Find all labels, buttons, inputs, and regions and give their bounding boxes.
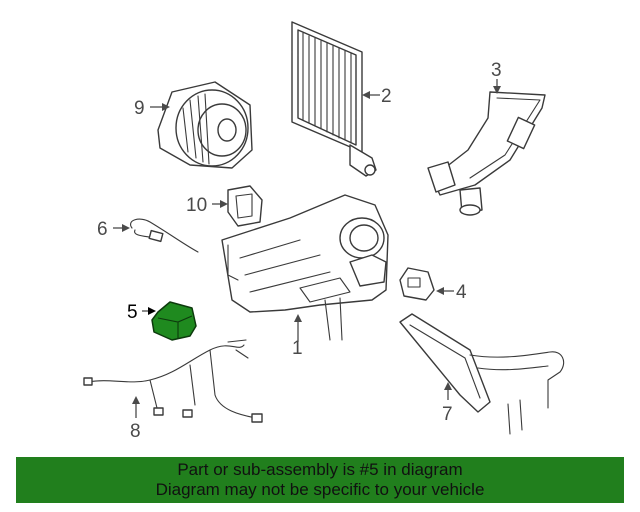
leader-arrow-1 [294,314,302,322]
callout-label-8: 8 [130,421,141,442]
callout-label-10: 10 [186,195,207,216]
callout-label-4: 4 [456,282,467,303]
callout-label-7: 7 [442,404,453,425]
callout-label-6: 6 [97,219,108,240]
control-module-highlighted[interactable] [151,301,197,341]
expansion-valve-tube[interactable] [427,91,546,216]
leader-arrow-10 [220,200,228,208]
leader-arrow-8 [132,396,140,404]
sensor-wire[interactable] [130,218,199,253]
leader-arrow-2 [362,91,370,99]
callout-label-1: 1 [292,338,303,359]
callout-label-2: 2 [381,86,392,107]
banner-line-1: Part or sub-assembly is #5 in diagram [177,460,463,479]
callout-label-3: 3 [491,60,502,81]
blower-motor[interactable] [157,81,253,169]
banner-line-2: Diagram may not be specific to your vehi… [155,480,485,499]
leader-arrow-5 [148,307,156,315]
resistor[interactable] [227,185,263,227]
leader-arrow-6 [122,224,130,232]
leader-arrow-3 [493,86,501,94]
parts-diagram: 1 2 3 4 5 6 7 8 9 10 [83,21,565,442]
hvac-case-assembly[interactable] [221,194,389,341]
leader-arrow-4 [436,287,444,295]
heater-core[interactable] [291,21,377,177]
leader-arrow-7 [444,382,452,390]
leader-arrow-9 [162,103,170,111]
wiring-harness[interactable] [83,339,263,423]
actuator[interactable] [399,267,435,301]
callout-label-5: 5 [127,302,138,323]
evaporator-core[interactable] [399,313,565,435]
part-info-banner: Part or sub-assembly is #5 in diagram Di… [16,457,624,503]
callout-label-9: 9 [134,98,145,119]
